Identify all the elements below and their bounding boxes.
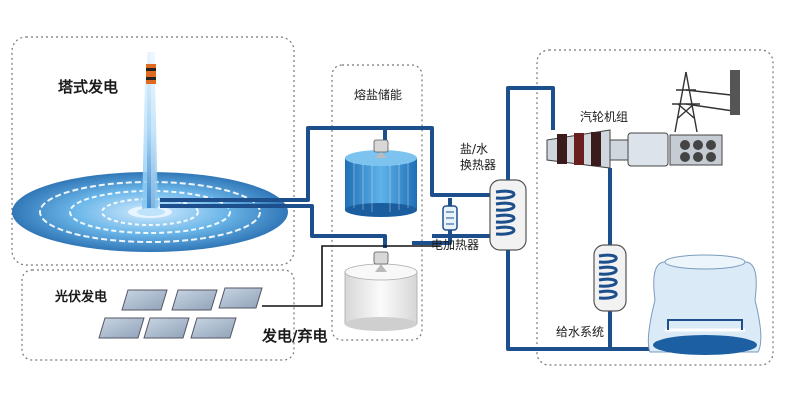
solar-tower (137, 52, 165, 216)
grid-flow-label: 发电/弃电 (262, 327, 328, 345)
tower-section-border (11, 36, 295, 266)
exchanger-label-line2: 换热器 (460, 158, 497, 172)
turbine-generator (546, 129, 723, 169)
power-block-border (536, 49, 774, 366)
cooling-tower (647, 254, 762, 355)
transmission-tower (672, 70, 741, 133)
turbine-label: 汽轮机组 (580, 110, 629, 124)
electric-heater (442, 205, 458, 231)
water-steam-pipes (506, 86, 662, 351)
cold-salt-tank (344, 251, 418, 331)
storage-section-border (331, 64, 423, 341)
pv-panels (98, 287, 263, 339)
tower-label: 塔式发电 (58, 78, 119, 96)
heater-label: 电加热器 (431, 238, 480, 252)
pv-label: 光伏发电 (55, 290, 108, 305)
storage-label: 熔盐储能 (354, 88, 403, 102)
salt-water-heat-exchanger (489, 179, 527, 251)
pv-section-border (21, 269, 295, 361)
feedwater-label: 给水系统 (556, 325, 605, 339)
exchanger-label-line1: 盐/水 (460, 142, 489, 156)
pv-connection-line (262, 245, 440, 307)
hot-salt-pipes (160, 126, 492, 248)
hot-salt-tank (345, 139, 417, 217)
feedwater-heater (593, 244, 627, 312)
